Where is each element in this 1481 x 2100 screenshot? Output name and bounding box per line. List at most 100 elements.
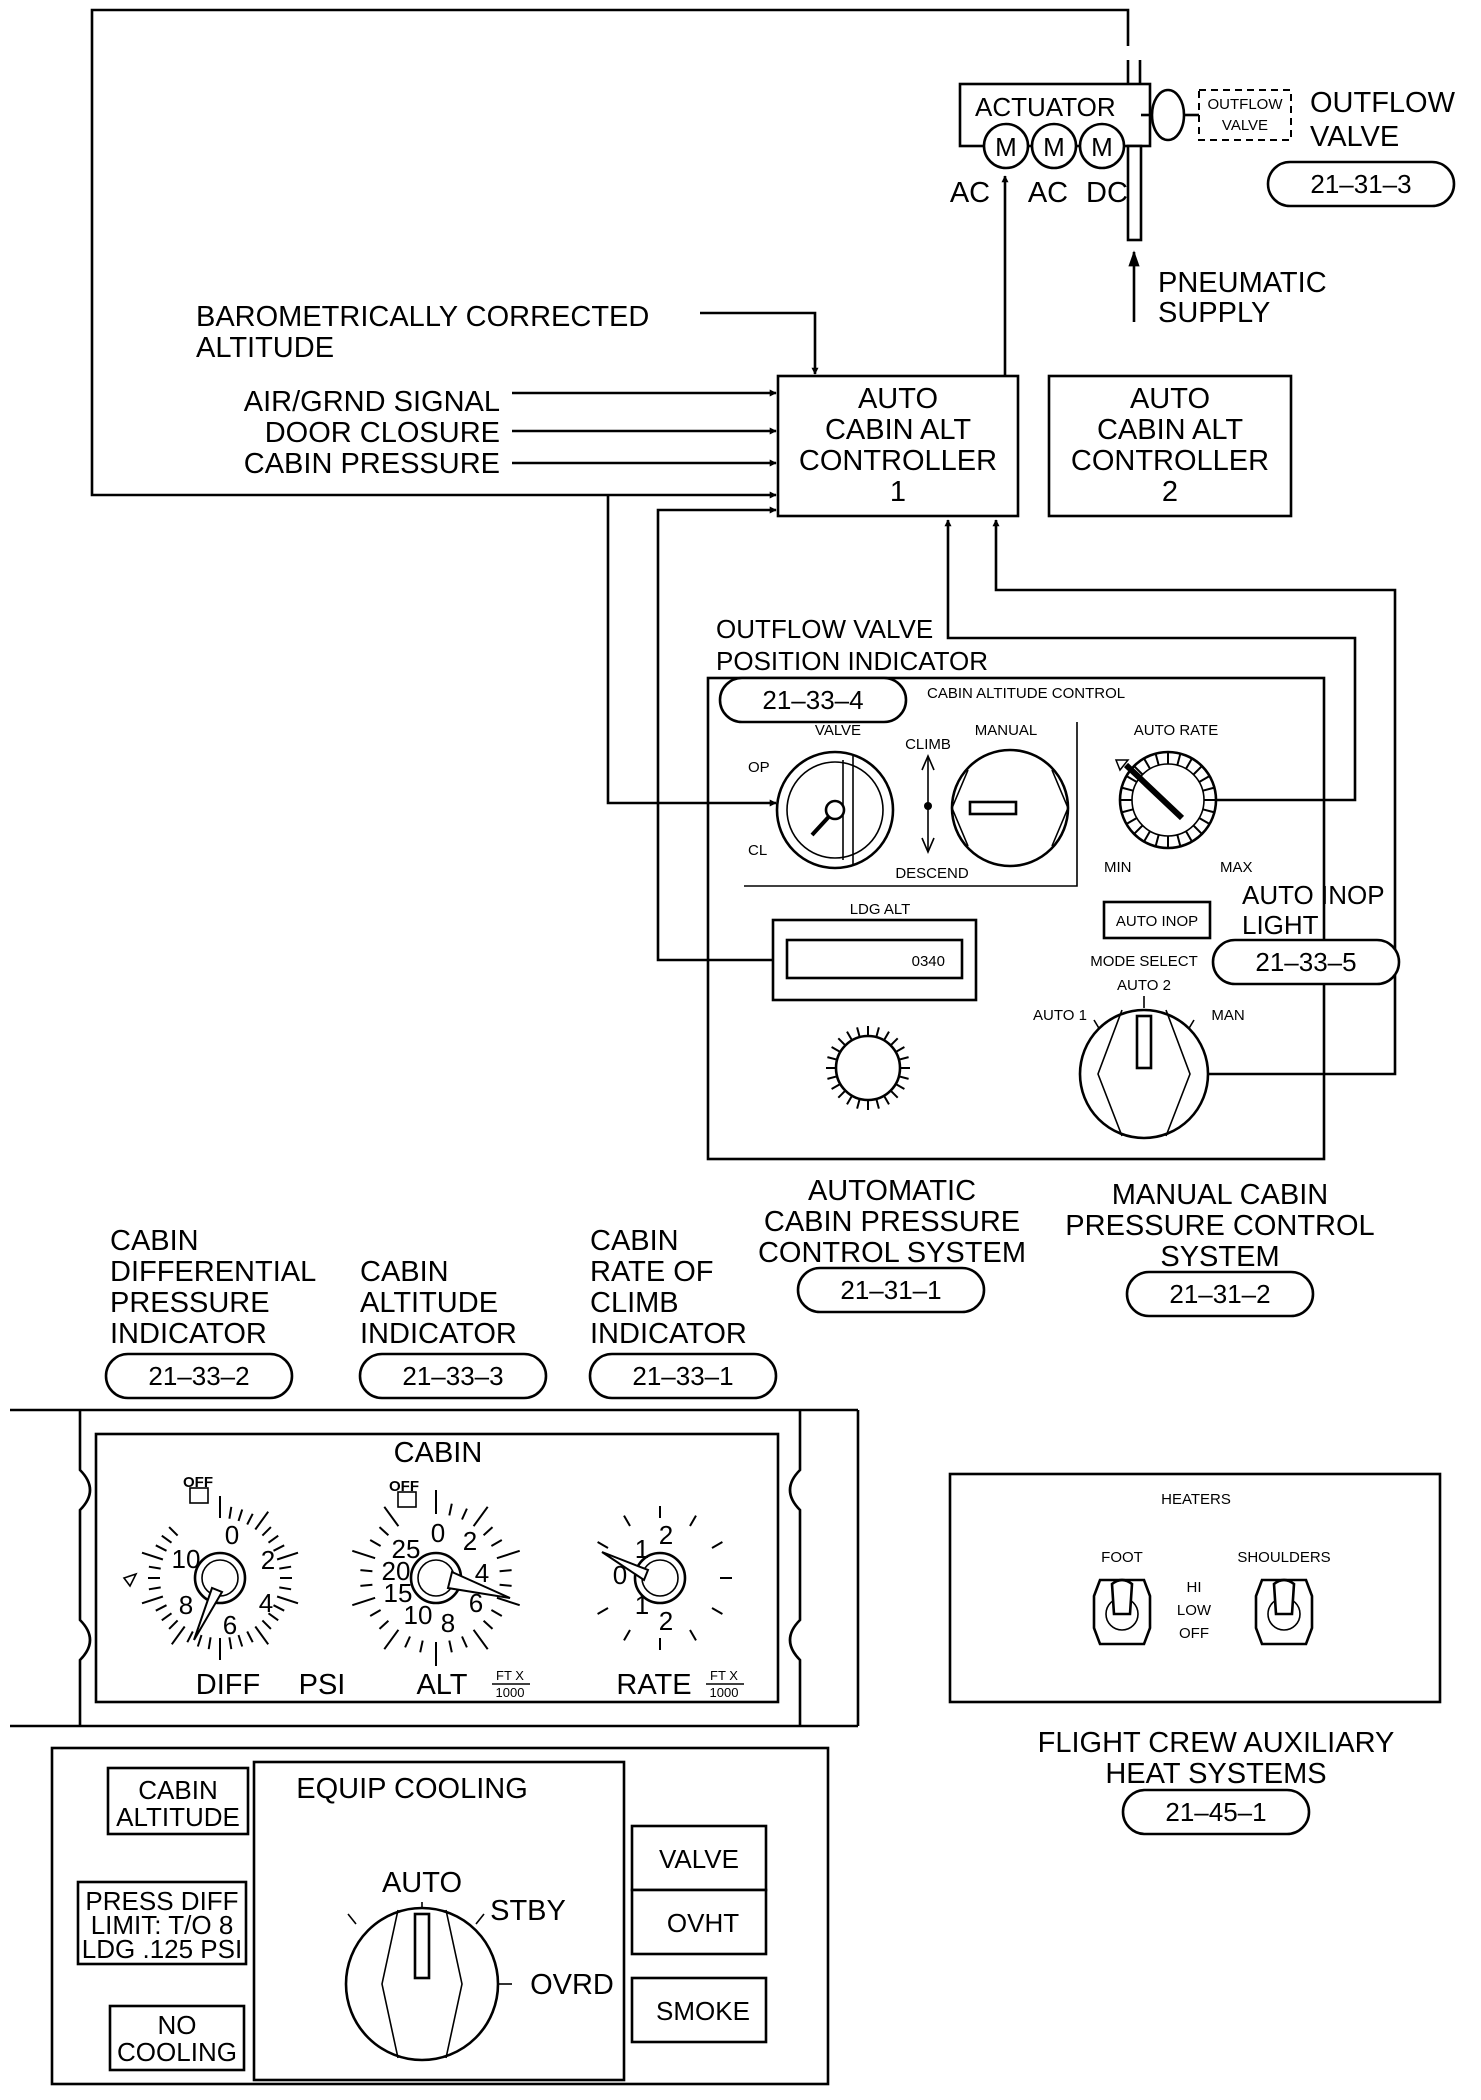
alt-gauge-tick bbox=[499, 1569, 512, 1573]
manual-control-knob[interactable] bbox=[950, 748, 1070, 868]
alt-scale-25: 25 bbox=[392, 1534, 421, 1564]
diff-gauge-tick bbox=[279, 1565, 292, 1570]
diff-callout-line1: CABIN bbox=[110, 1225, 199, 1257]
alt-callout-line2: ALTITUDE bbox=[360, 1287, 498, 1319]
diff-gauge-tick bbox=[261, 1526, 272, 1537]
gauge-panel-title: CABIN bbox=[394, 1437, 483, 1469]
alt-gauge-tick bbox=[369, 1539, 382, 1547]
diff-gauge-tick bbox=[246, 1631, 254, 1643]
no-cooling-line1: NO bbox=[158, 2010, 197, 2040]
press-diff-line1: PRESS DIFF bbox=[85, 1886, 238, 1916]
alt-scale-4: 4 bbox=[475, 1558, 489, 1588]
auto-rate-knurl bbox=[1202, 808, 1215, 814]
ldg-knob-knurl bbox=[895, 1083, 905, 1090]
equip-cooling-panel: CABIN ALTITUDE PRESS DIFF LIMIT: T/O 8 L… bbox=[50, 1746, 830, 2086]
shoulders-heater-toggle[interactable] bbox=[1254, 1578, 1314, 1646]
diff-scale-4: 4 bbox=[259, 1588, 273, 1618]
auto-rate-knurl bbox=[1154, 753, 1160, 766]
diff-gauge-tick bbox=[155, 1604, 167, 1612]
press-diff-placard: PRESS DIFF LIMIT: T/O 8 LDG .125 PSI bbox=[76, 1880, 248, 1966]
ldg-knob-knurl bbox=[846, 1095, 853, 1105]
ldg-alt-selector-knob[interactable] bbox=[826, 1026, 910, 1110]
op-label: OP bbox=[748, 759, 770, 776]
diff-gauge-tick bbox=[237, 1634, 244, 1647]
input-door-closure: DOOR CLOSURE bbox=[265, 417, 500, 449]
auto-rate-knurl bbox=[1133, 824, 1144, 835]
input-baro-line2: ALTITUDE bbox=[196, 332, 334, 364]
auto-system-line2: CABIN PRESSURE bbox=[764, 1206, 1020, 1238]
alt-gauge-tick bbox=[499, 1583, 512, 1587]
ldg-knob-knurl bbox=[837, 1089, 847, 1099]
diff-gauge-tick bbox=[261, 1619, 272, 1630]
auto-rate-knurl bbox=[1176, 834, 1182, 847]
mode-select-knob[interactable] bbox=[1078, 1008, 1210, 1140]
alt-unit-line2: 1000 bbox=[496, 1685, 525, 1700]
outflow-valve-box-line1: OUTFLOW bbox=[1208, 96, 1284, 113]
ldg-knob-knurl bbox=[895, 1046, 905, 1053]
diff-gauge-tick bbox=[254, 1511, 270, 1531]
controller-2: AUTO CABIN ALT CONTROLLER 2 bbox=[1047, 374, 1293, 518]
controller-1-line3: CONTROLLER bbox=[799, 445, 997, 477]
ovht-light-label: OVHT bbox=[667, 1908, 739, 1938]
ldg-knob-knurl bbox=[889, 1089, 899, 1099]
diff-callout-line4: INDICATOR bbox=[110, 1318, 267, 1350]
press-diff-line3: LDG .125 PSI bbox=[82, 1934, 242, 1964]
man-label: MAN bbox=[1211, 1007, 1244, 1024]
diff-gauge-tick bbox=[273, 1544, 285, 1552]
valve-position-line bbox=[606, 495, 777, 807]
alt-gauge-tick bbox=[496, 1596, 521, 1607]
outflow-position-line1: OUTFLOW VALVE bbox=[716, 614, 933, 644]
auto-rate-knurl bbox=[1192, 765, 1203, 776]
valve-light: VALVE bbox=[630, 1824, 768, 1892]
ldg-knob-knurl bbox=[883, 1031, 890, 1041]
shoulders-label: SHOULDERS bbox=[1237, 1549, 1330, 1566]
mode-select-label: MODE SELECT bbox=[1090, 953, 1198, 970]
outflow-valve-ref: 21–31–3 bbox=[1310, 169, 1411, 199]
diff-gauge-tick bbox=[207, 1637, 212, 1650]
actuator-label: ACTUATOR bbox=[975, 92, 1116, 122]
controller-2-line1: AUTO bbox=[1130, 383, 1210, 415]
cabin-gauge-panel: CABIN 0 2 4 6 8 10 OFF DIFF PSI bbox=[10, 1408, 860, 1728]
rate-gauge-tick bbox=[711, 1541, 723, 1549]
alt-gauge-tick bbox=[482, 1620, 494, 1630]
rate-gauge-tick bbox=[623, 1629, 631, 1641]
foot-heater-toggle[interactable] bbox=[1092, 1578, 1152, 1646]
outflow-valve-title-line2: VALVE bbox=[1310, 121, 1399, 153]
alt-gauge-tick bbox=[482, 1526, 494, 1536]
cabin-altitude-light-line2: ALTITUDE bbox=[116, 1802, 240, 1832]
ldg-knob-knurl bbox=[837, 1037, 847, 1047]
diff-gauge-tick bbox=[141, 1551, 164, 1561]
auto-rate-knurl bbox=[1143, 830, 1151, 843]
flight-crew-heat-line2: HEAT SYSTEMS bbox=[1105, 1758, 1326, 1790]
valve-position-gauge bbox=[775, 750, 895, 870]
ldg-alt-value: 0340 bbox=[912, 953, 945, 970]
outflow-position-ref: 21–33–4 bbox=[762, 685, 863, 715]
equip-cooling-selector-knob[interactable] bbox=[344, 1906, 500, 2062]
alt-gauge-tick bbox=[360, 1583, 373, 1587]
diff-gauge-tick bbox=[161, 1612, 173, 1622]
auto1-label: AUTO 1 bbox=[1033, 1007, 1087, 1024]
rate-unit-line1: FT X bbox=[710, 1668, 738, 1683]
motor-3-power: DC bbox=[1086, 177, 1128, 209]
alt-off-flag-icon bbox=[397, 1491, 417, 1508]
diff-gauge-tick bbox=[279, 1586, 292, 1591]
pneumatic-supply-line1: PNEUMATIC bbox=[1158, 267, 1327, 299]
heaters-panel: HEATERS FOOT SHOULDERS HI LOW OFF bbox=[948, 1472, 1442, 1704]
auto-rate-knurl bbox=[1133, 765, 1144, 776]
auto-rate-knurl bbox=[1154, 834, 1160, 847]
diff-gauge-tick bbox=[161, 1534, 173, 1544]
manual-system-callout: MANUAL CABIN PRESSURE CONTROL SYSTEM 21–… bbox=[1065, 1179, 1375, 1318]
cabin-altitude-control-panel: 21–33–4 CABIN ALTITUDE CONTROL VALVE OP … bbox=[706, 676, 1326, 1161]
auto-rate-knurl bbox=[1202, 786, 1215, 792]
alt-scale-10: 10 bbox=[404, 1600, 433, 1630]
manual-label: MANUAL bbox=[975, 722, 1038, 739]
heaters-title: HEATERS bbox=[1161, 1491, 1231, 1508]
rate-callout-line1: CABIN bbox=[590, 1225, 679, 1257]
foot-label: FOOT bbox=[1101, 1549, 1143, 1566]
diff-gauge-tick bbox=[228, 1637, 233, 1650]
auto-rate-knob[interactable] bbox=[1114, 750, 1218, 850]
equip-cooling-auto: AUTO bbox=[382, 1867, 462, 1899]
altitude-indicator-callout: CABIN ALTITUDE INDICATOR 21–33–3 bbox=[358, 1256, 548, 1400]
valve-label: VALVE bbox=[815, 722, 861, 739]
alt-gauge-tick bbox=[472, 1629, 489, 1650]
